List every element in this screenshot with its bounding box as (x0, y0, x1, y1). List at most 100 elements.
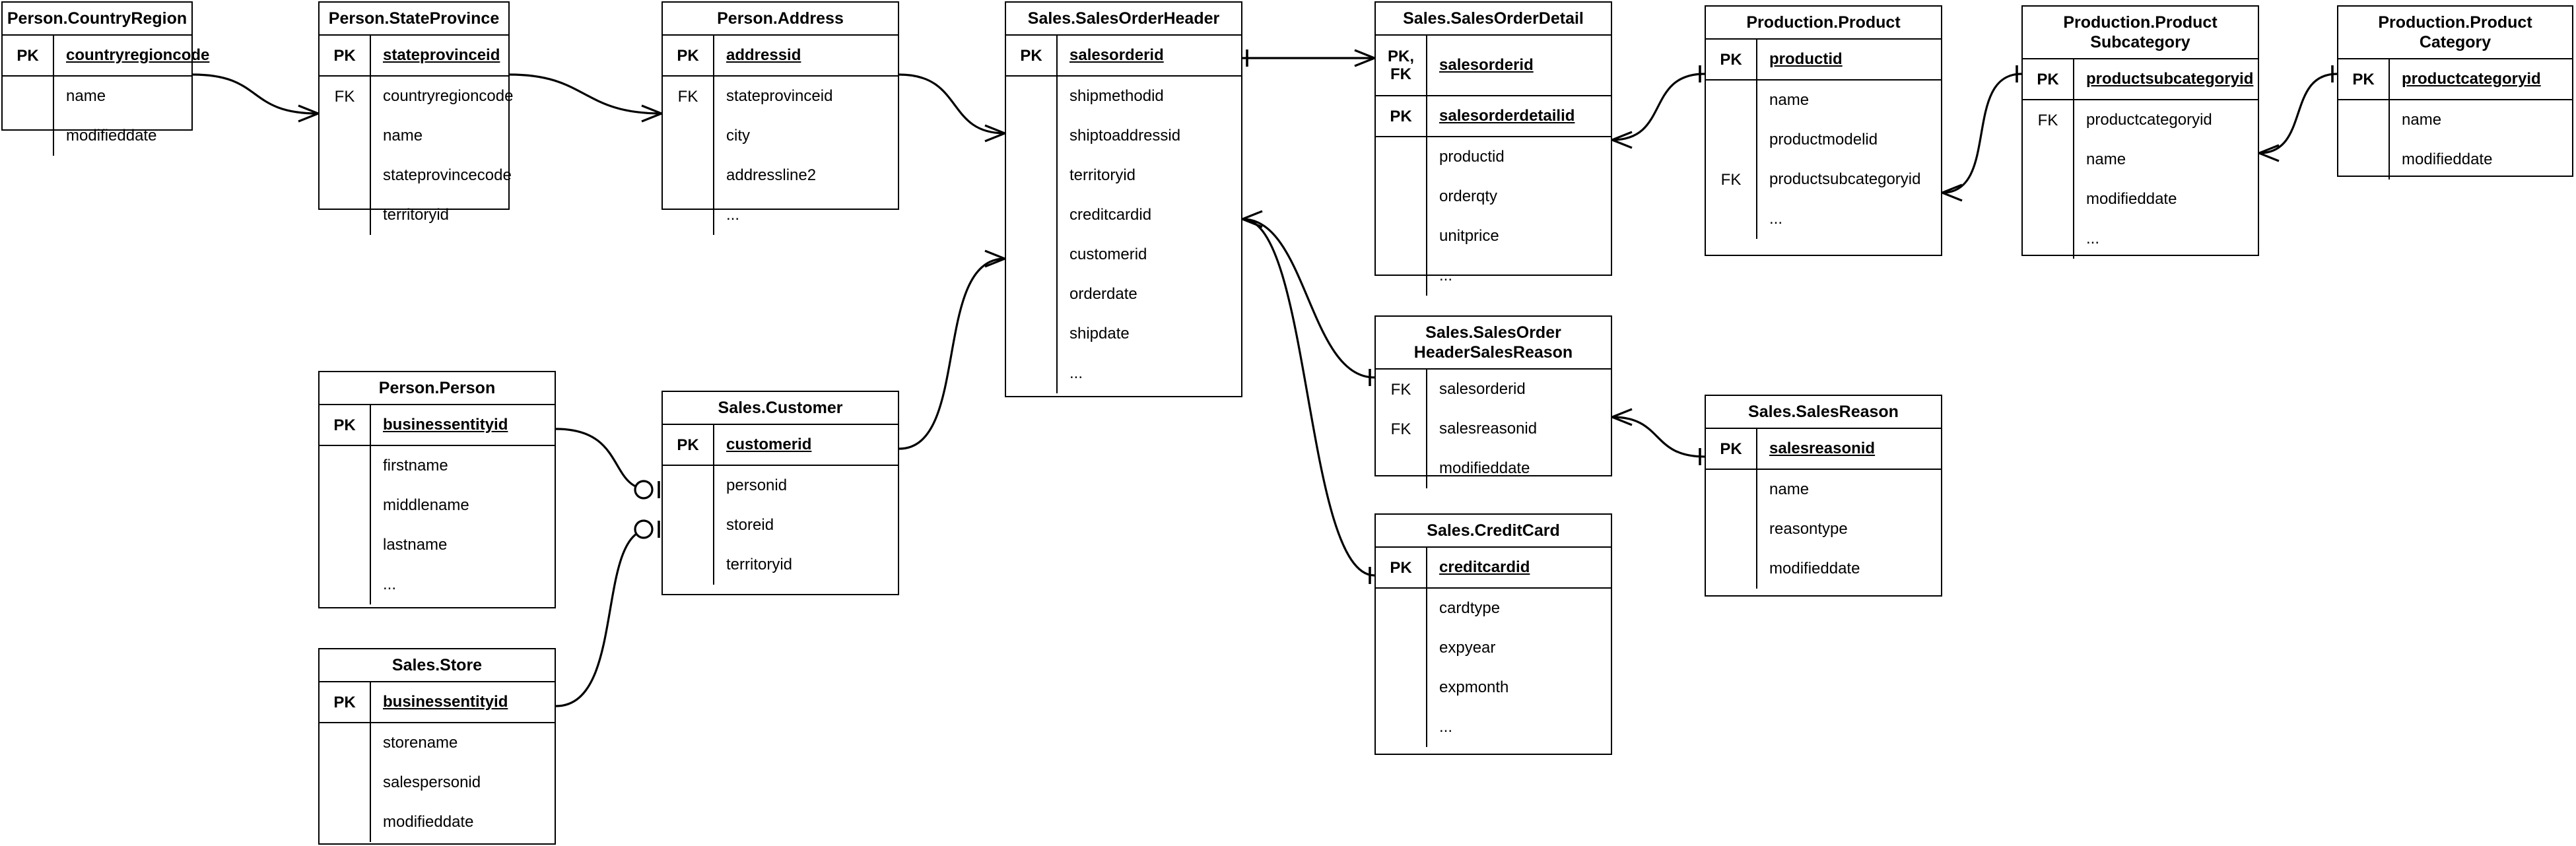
field-modifieddate[interactable]: modifieddate (383, 813, 474, 831)
field-modifieddate[interactable]: modifieddate (66, 127, 157, 145)
field-creditcardid[interactable]: creditcardid (1439, 558, 1530, 576)
field-addressline2[interactable]: addressline2 (726, 166, 817, 184)
field-name[interactable]: name (383, 127, 423, 145)
field-reasontype[interactable]: reasontype (1769, 520, 1848, 538)
field-salesreasonid[interactable]: salesreasonid (1769, 439, 1876, 457)
field-[interactable]: ... (1439, 267, 1453, 284)
field-[interactable]: ... (2086, 230, 2100, 247)
field-productsubcategoryid[interactable]: productsubcategoryid (2086, 70, 2254, 88)
field-businessentityid[interactable]: businessentityid (383, 693, 508, 711)
field-productmodelid[interactable]: productmodelid (1769, 131, 1878, 148)
field-orderqty[interactable]: orderqty (1439, 187, 1498, 205)
field-productsubcategoryid[interactable]: productsubcategoryid (1769, 170, 1921, 188)
field-productcategoryid[interactable]: productcategoryid (2402, 70, 2541, 88)
field-[interactable]: ... (383, 575, 397, 593)
field-expyear[interactable]: expyear (1439, 639, 1496, 657)
entity-title: Production.Product (1706, 7, 1941, 40)
field-productcategoryid[interactable]: productcategoryid (2086, 111, 2212, 129)
key-badge-pk: PK (1720, 50, 1742, 69)
field-salesorderid[interactable]: salesorderid (1439, 56, 1534, 74)
field-shipmethodid[interactable]: shipmethodid (1069, 87, 1164, 105)
field-cardtype[interactable]: cardtype (1439, 599, 1501, 617)
field-[interactable]: ... (1439, 718, 1453, 736)
field-salesreasonid[interactable]: salesreasonid (1439, 420, 1538, 438)
field-modifieddate[interactable]: modifieddate (2402, 150, 2493, 168)
field-salesorderid[interactable]: salesorderid (1069, 46, 1164, 64)
field-lastname[interactable]: lastname (383, 536, 448, 554)
entity-section: name modifieddate (2338, 100, 2572, 179)
rel-salesorderdetail-product (1611, 73, 1705, 141)
entity-title: Person.StateProvince (320, 3, 508, 36)
field-name[interactable]: name (2402, 111, 2442, 129)
field-modifieddate[interactable]: modifieddate (1769, 560, 1860, 577)
field-salesorderid[interactable]: salesorderid (1439, 380, 1526, 398)
entity-section: storename salespersonid modifieddate (320, 723, 555, 842)
field-shiptoaddressid[interactable]: shiptoaddressid (1069, 127, 1181, 145)
key-badge-empty (320, 446, 370, 486)
field-stateprovinceid[interactable]: stateprovinceid (726, 87, 833, 105)
field-column: name modifieddate (54, 77, 191, 156)
field-name[interactable]: name (66, 87, 106, 105)
field-name[interactable]: name (1769, 91, 1810, 109)
entity-title: Person.Address (663, 3, 898, 36)
field-personid[interactable]: personid (726, 476, 788, 494)
field-name[interactable]: name (1769, 480, 1810, 498)
field-customerid[interactable]: customerid (726, 436, 812, 453)
field-territoryid[interactable]: territoryid (1069, 166, 1136, 184)
key-column (2338, 100, 2390, 179)
field-productid[interactable]: productid (1439, 148, 1505, 166)
field-firstname[interactable]: firstname (383, 457, 448, 474)
field-businessentityid[interactable]: businessentityid (383, 416, 508, 434)
field-shipdate[interactable]: shipdate (1069, 325, 1130, 342)
field-[interactable]: ... (1769, 210, 1783, 228)
field-productid[interactable]: productid (1769, 50, 1843, 68)
field-creditcardid[interactable]: creditcardid (1069, 206, 1152, 224)
field-modifieddate[interactable]: modifieddate (2086, 190, 2177, 208)
field-name[interactable]: name (2086, 150, 2126, 168)
key-badge-empty (1006, 275, 1056, 314)
field-addressid[interactable]: addressid (726, 46, 801, 64)
field-customerid[interactable]: customerid (1069, 245, 1147, 263)
field-expmonth[interactable]: expmonth (1439, 678, 1509, 696)
key-badge-fk: FK (1390, 380, 1411, 399)
field-[interactable]: ... (726, 206, 740, 224)
key-badge-empty (2338, 100, 2389, 140)
field-unitprice[interactable]: unitprice (1439, 227, 1499, 245)
field-orderdate[interactable]: orderdate (1069, 285, 1137, 303)
field-territoryid[interactable]: territoryid (383, 206, 450, 224)
field-storeid[interactable]: storeid (726, 516, 774, 534)
field-column: name modifieddate (2390, 100, 2572, 179)
field-storename[interactable]: storename (383, 734, 458, 752)
field-countryregioncode[interactable]: countryregioncode (383, 87, 514, 105)
field-city[interactable]: city (726, 127, 750, 145)
field-stateprovincecode[interactable]: stateprovincecode (383, 166, 512, 184)
key-badge-empty (663, 156, 713, 195)
key-badge-pk: PK (333, 693, 356, 711)
field-territoryid[interactable]: territoryid (726, 556, 793, 573)
field-modifieddate[interactable]: modifieddate (1439, 459, 1530, 477)
field-salesorderdetailid[interactable]: salesorderdetailid (1439, 107, 1575, 125)
field-[interactable]: ... (1069, 364, 1083, 382)
field-salespersonid[interactable]: salespersonid (383, 773, 481, 791)
field-countryregioncode[interactable]: countryregioncode (66, 46, 210, 64)
field-middlename[interactable]: middlename (383, 496, 469, 514)
key-badge-empty (663, 195, 713, 235)
field-stateprovinceid[interactable]: stateprovinceid (383, 46, 500, 64)
key-badge-fk: FK (1390, 420, 1411, 438)
